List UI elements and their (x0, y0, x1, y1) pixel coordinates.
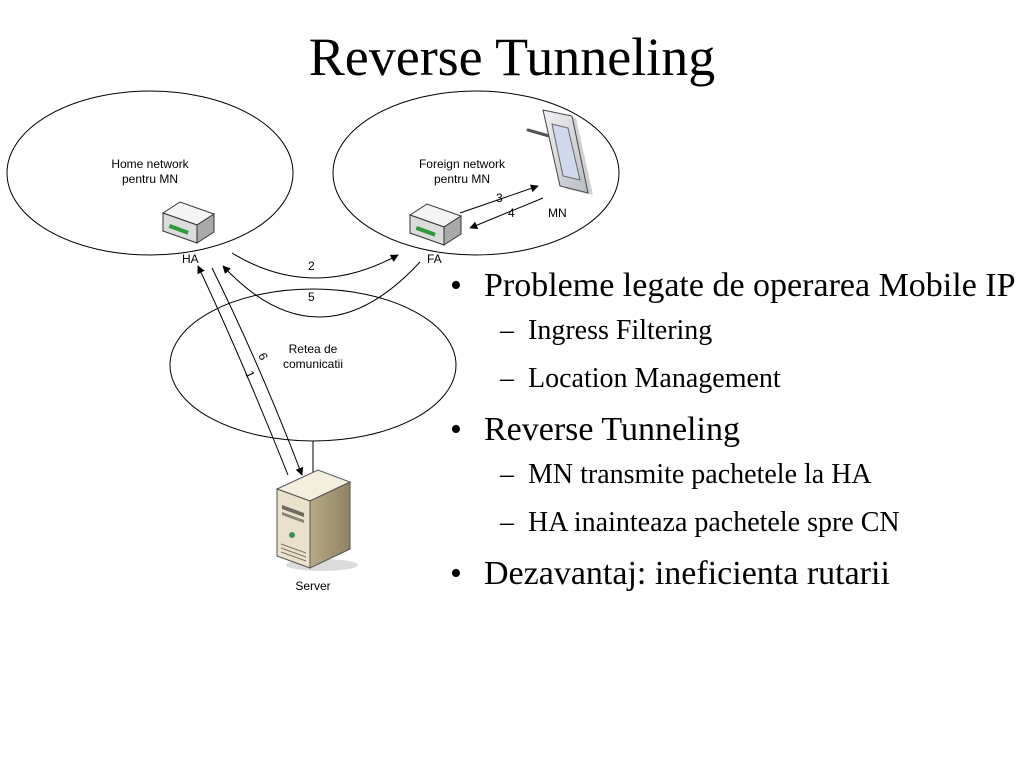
network-diagram: Home network pentru MN Foreign network p… (6, 90, 620, 593)
home-network-label: Home network (111, 157, 189, 171)
foreign-network-label: Foreign network (419, 157, 506, 171)
arrow-step-5 (222, 261, 421, 318)
foreign-network-label-2: pentru MN (434, 172, 490, 186)
foreign-network-ellipse (332, 90, 620, 256)
mobile-device-icon (526, 109, 593, 195)
server-label: Server (295, 579, 330, 593)
sub-bullet-location-management: Location Management (448, 362, 1018, 396)
slide-title: Reverse Tunneling (308, 27, 716, 87)
arrow-step-4 (469, 197, 544, 229)
step-6-label: 6 (255, 351, 271, 363)
bullet-mobile-ip-issues: Probleme legate de operarea Mobile IP (448, 266, 1018, 306)
mn-label: MN (548, 206, 567, 220)
core-network-label-2: comunicatii (283, 357, 343, 371)
arrow-step-2 (231, 252, 399, 279)
sub-bullet-mn-to-ha: MN transmite pachetele la HA (448, 458, 1018, 492)
home-network-label-2: pentru MN (122, 172, 178, 186)
core-network-label: Retea de (289, 342, 338, 356)
ha-label: HA (182, 252, 199, 266)
fa-label: FA (427, 252, 442, 266)
arrow-step-1 (197, 265, 289, 476)
server-icon (275, 469, 358, 571)
arrow-step-6 (211, 267, 304, 476)
arrow-step-3 (459, 184, 539, 214)
bullet-list: Probleme legate de operarea Mobile IP In… (448, 266, 1018, 602)
step-2-label: 2 (308, 259, 315, 273)
bullet-reverse-tunneling: Reverse Tunneling (448, 410, 1018, 450)
sub-bullet-ha-to-cn: HA inainteaza pachetele spre CN (448, 506, 1018, 540)
step-5-label: 5 (308, 290, 315, 304)
fa-router-icon (408, 203, 463, 246)
home-network-ellipse (6, 90, 294, 256)
step-4-label: 4 (508, 206, 515, 220)
sub-bullet-ingress-filtering: Ingress Filtering (448, 314, 1018, 348)
ha-router-icon (161, 201, 216, 244)
step-3-label: 3 (496, 191, 503, 205)
bullet-disadvantage: Dezavantaj: ineficienta rutarii (448, 554, 1018, 594)
